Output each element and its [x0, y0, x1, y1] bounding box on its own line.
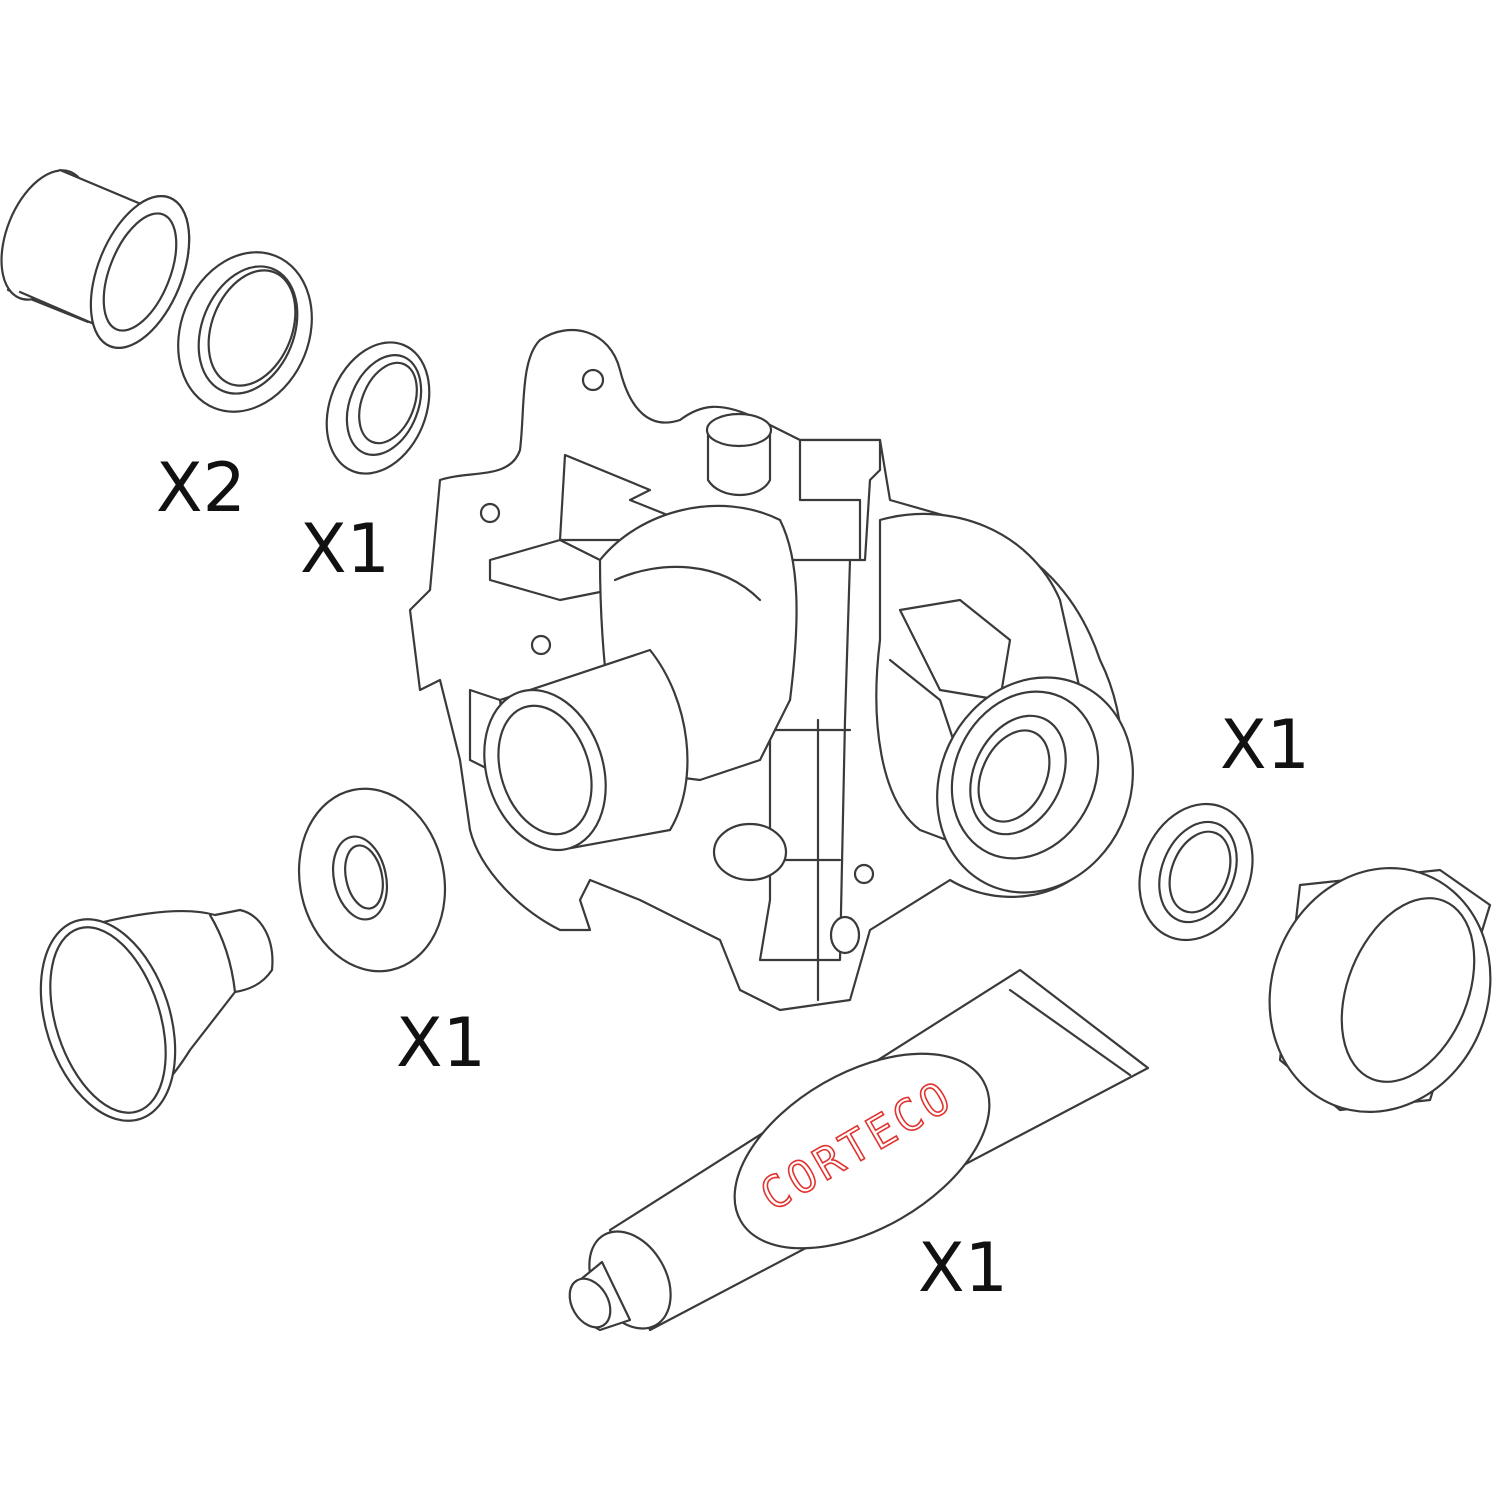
top-seal-part	[325, 341, 431, 475]
qty-label-sleeve: X2	[156, 449, 246, 528]
qty-label-top-seal: X1	[300, 510, 390, 589]
differential-housing	[408, 328, 1134, 1012]
thin-ring-part	[177, 251, 313, 413]
qty-label-right-seal: X1	[1220, 706, 1310, 785]
left-seal-part	[297, 787, 447, 973]
sealant-tube-part: CORTECO	[568, 968, 1150, 1332]
sleeve-part	[0, 168, 191, 349]
right-seal-part	[1138, 802, 1254, 942]
right-cup-part	[1268, 867, 1492, 1113]
dust-boot-part	[39, 908, 274, 1122]
qty-label-left-seal: X1	[396, 1004, 486, 1083]
qty-label-sealant-tube: X1	[918, 1229, 1008, 1308]
